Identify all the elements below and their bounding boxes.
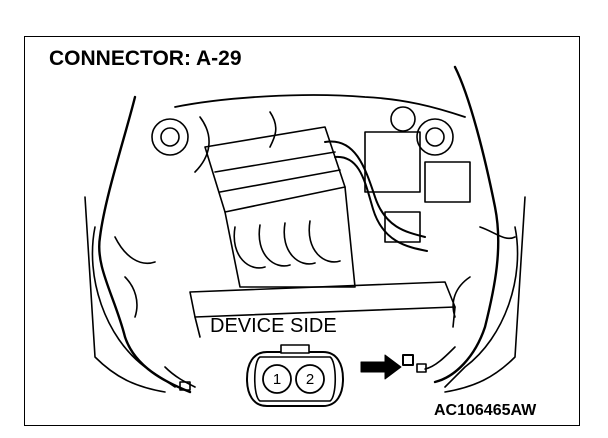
device-side-label: DEVICE SIDE	[210, 315, 337, 337]
strut-tower-left	[151, 118, 189, 156]
pin-label-2: 2	[306, 371, 314, 388]
engine-bay-illustration: 1 2	[84, 65, 526, 407]
radiator-support	[189, 281, 456, 318]
arrow-right-icon	[360, 354, 402, 380]
fender-right	[444, 196, 526, 393]
body-outline-right	[444, 226, 519, 388]
connector-2pin-icon: 1 2	[246, 344, 344, 407]
body-outline	[91, 226, 176, 388]
strut-tower-right	[416, 118, 454, 156]
diagram-frame: 1 2 CONNECTOR: A-29 DEVICE SIDE AC106465…	[24, 36, 580, 426]
page-title: CONNECTOR: A-29	[45, 47, 246, 71]
battery	[424, 161, 471, 203]
fender-left	[84, 196, 166, 393]
figure-code: AC106465AW	[431, 402, 540, 420]
fuse-box	[364, 131, 421, 193]
wiring-harness-right	[433, 65, 500, 384]
wiring-harness-left	[98, 95, 192, 394]
pin-label-1: 1	[273, 371, 281, 388]
intake-hose	[324, 140, 426, 238]
target-connector	[402, 354, 414, 366]
